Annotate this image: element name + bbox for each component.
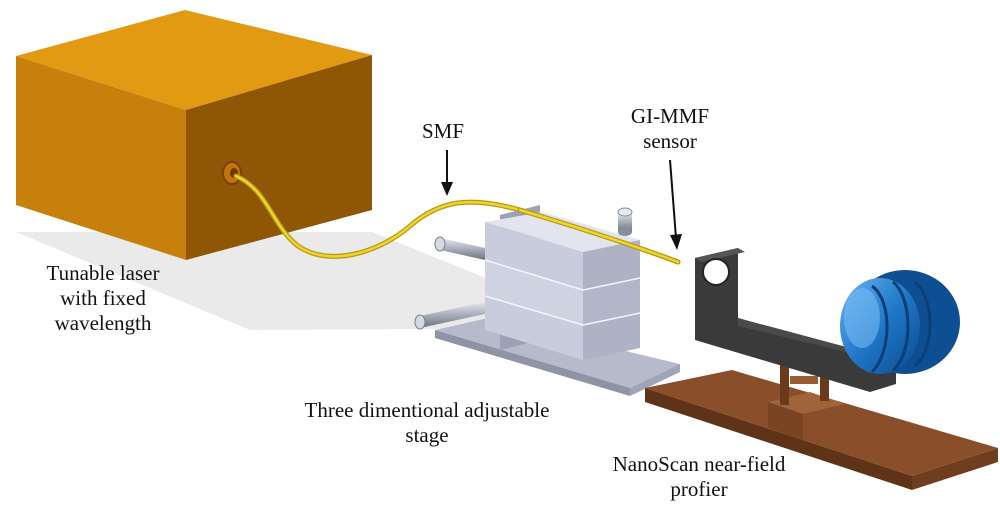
laser-side-face (186, 55, 372, 260)
laser-label: Tunable laser with fixed wavelength (8, 261, 198, 336)
laser-label-line2: with fixed (60, 286, 146, 310)
bracket-hole (702, 258, 730, 286)
gimmf-label-line2: sensor (643, 129, 697, 153)
detector-head (840, 270, 960, 374)
adjustable-stage (414, 205, 680, 396)
stage-label-line2: stage (405, 423, 449, 447)
stage-knob-top (617, 207, 633, 236)
laser-box (16, 10, 372, 260)
laser-top-face (16, 10, 372, 110)
stage-knob-left-upper (434, 236, 485, 260)
nanoscan-label: NanoScan near-field profier (584, 452, 814, 502)
stage-label: Three dimentional adjustable stage (262, 398, 592, 448)
detector-bracket (695, 248, 896, 392)
laser-label-line1: Tunable laser (46, 261, 160, 285)
smf-label: SMF (421, 119, 465, 143)
laser-shadow (16, 232, 610, 330)
nanoscan-label-line2: profier (670, 477, 728, 501)
laser-front-face (16, 56, 186, 260)
nanoscan-label-line1: NanoScan near-field (612, 452, 786, 476)
stage-knob-left-lower (414, 302, 485, 330)
stage-label-line1: Three dimentional adjustable (304, 398, 550, 422)
laser-label-line3: wavelength (54, 311, 152, 335)
nanoscan-profiler (645, 248, 998, 490)
gimmf-label-line1: GI-MMF (630, 104, 710, 128)
stage-base-plate (435, 318, 680, 388)
gimmf-arrow (669, 159, 682, 250)
stage-blocks (484, 212, 641, 360)
smf-arrow (441, 150, 453, 196)
gimmf-sensor-label: GI-MMF sensor (600, 104, 740, 154)
